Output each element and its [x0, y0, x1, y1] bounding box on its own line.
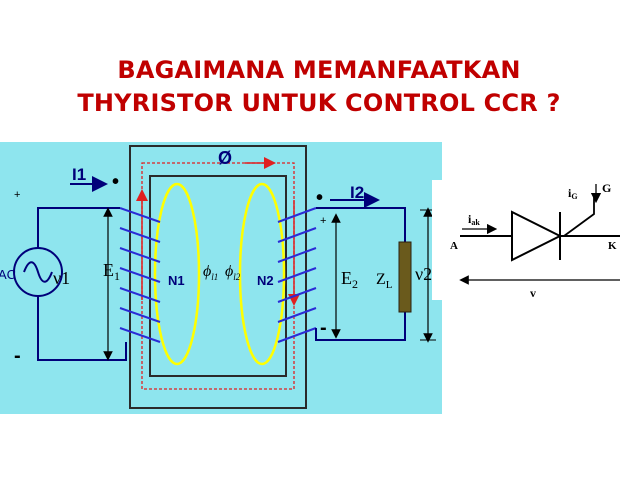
title-line-1: BAGAIMANA MEMANFAATKAN [117, 56, 521, 84]
plus-primary: + [14, 189, 20, 201]
label-i2: I2 [350, 183, 364, 202]
label-e1: E1 [103, 260, 120, 283]
load-impedance [398, 241, 412, 313]
title-line-2: THYRISTOR UNTUK CONTROL CCR ? [77, 89, 561, 117]
label-phi1: ϕl1 [203, 263, 218, 282]
label-n1: N1 [168, 273, 185, 288]
label-flux: Ø [218, 148, 232, 168]
label-zl: ZL [376, 271, 393, 291]
label-cathode: K [608, 240, 617, 252]
label-iak: iak [468, 212, 480, 227]
core-outer [129, 145, 307, 409]
label-gate: G [602, 181, 611, 195]
label-v2: ν2 [415, 264, 432, 284]
secondary-winding [277, 207, 317, 343]
label-voltage: v [530, 286, 536, 300]
diode-triangle [511, 210, 563, 262]
sine-icon [23, 261, 53, 283]
transformer-panel [0, 142, 442, 414]
core-window [149, 175, 287, 377]
primary-circuit [37, 207, 127, 361]
label-e2: E2 [341, 268, 358, 291]
label-mask [432, 180, 442, 300]
label-n2: N2 [257, 273, 274, 288]
dot-secondary: • [316, 187, 323, 209]
gate-lead [563, 194, 595, 237]
label-ac: AC [0, 267, 16, 282]
label-phi2: ϕl2 [225, 263, 241, 282]
leakage-flux-loop-1 [153, 182, 201, 366]
primary-winding [119, 207, 161, 343]
dot-primary: • [112, 171, 119, 193]
minus-primary: - [14, 345, 21, 367]
label-anode: A [450, 240, 458, 252]
leakage-flux-loop-2 [238, 182, 286, 366]
label-ig: iG [568, 186, 578, 201]
secondary-circuit [315, 207, 406, 341]
label-v1: ν1 [53, 268, 70, 288]
minus-secondary: - [320, 317, 327, 339]
thyristor-symbol [459, 184, 620, 285]
label-i1: I1 [72, 165, 86, 184]
plus-secondary: + [320, 215, 326, 227]
